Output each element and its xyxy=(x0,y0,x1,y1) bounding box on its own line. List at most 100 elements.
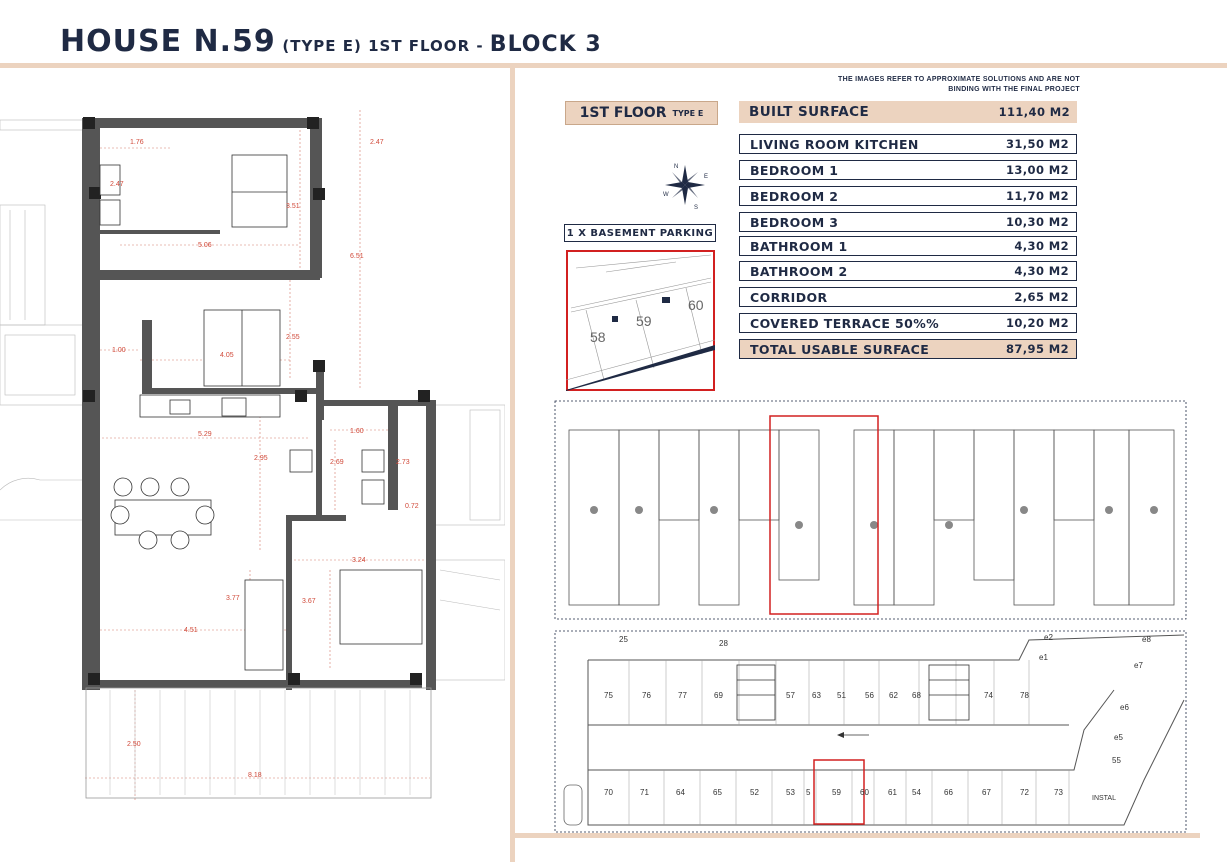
built-surface-row: BUILT SURFACE 111,40 M2 xyxy=(739,101,1077,123)
title-block: BLOCK 3 xyxy=(489,32,602,57)
garage-top-number: 28 xyxy=(719,639,728,648)
garage-space: e2 xyxy=(1044,633,1053,642)
room-label: CORRIDOR xyxy=(750,289,828,305)
room-label: BEDROOM 3 xyxy=(750,214,839,230)
room-row: COVERED TERRACE 50%% 10,20 M2 xyxy=(739,313,1077,333)
type-label: TYPE E xyxy=(672,108,704,118)
install-label: INSTAL xyxy=(1092,795,1116,802)
garage-space: 78 xyxy=(1020,691,1029,700)
garage-top-number: 25 xyxy=(619,635,628,644)
dim-label: 2.69 xyxy=(330,459,344,466)
room-label: LIVING ROOM KITCHEN xyxy=(750,136,919,152)
dim-label: 1.76 xyxy=(130,139,144,146)
dim-label: 3.67 xyxy=(302,598,316,605)
garage-space: 76 xyxy=(642,691,651,700)
room-value: 2,65 M2 xyxy=(1014,290,1069,304)
garage-space: 51 xyxy=(837,691,846,700)
total-value: 87,95 M2 xyxy=(1005,342,1069,356)
dim-label: 1.60 xyxy=(350,428,364,435)
dim-label: 2.47 xyxy=(370,139,384,146)
top-divider xyxy=(0,63,1227,68)
dim-label: 4.05 xyxy=(220,352,234,359)
garage-plan: 25 28 75 76 77 69 57 63 51 56 62 68 74 7… xyxy=(554,630,1187,833)
garage-space: 54 xyxy=(912,788,921,797)
dim-label: 0.72 xyxy=(405,503,419,510)
garage-space: 53 xyxy=(786,788,795,797)
room-label: BEDROOM 2 xyxy=(750,188,839,204)
garage-space: 55 xyxy=(1112,756,1121,765)
dim-label: 2.55 xyxy=(286,334,300,341)
room-label: COVERED TERRACE 50%% xyxy=(750,315,940,331)
floor-badge: 1ST FLOOR TYPE E xyxy=(565,101,718,125)
garage-space: 73 xyxy=(1054,788,1063,797)
compass-west: W xyxy=(663,192,669,198)
room-value: 10,30 M2 xyxy=(1005,215,1069,229)
garage-space: 61 xyxy=(888,788,897,797)
room-label: BATHROOM 1 xyxy=(750,238,848,254)
floor-label: 1ST FLOOR xyxy=(579,105,667,121)
room-row: LIVING ROOM KITCHEN 31,50 M2 xyxy=(739,134,1077,154)
room-value: 4,30 M2 xyxy=(1014,239,1069,253)
garage-space: e1 xyxy=(1039,653,1048,662)
garage-space: 59 xyxy=(832,788,841,797)
dim-label: 2.47 xyxy=(110,181,124,188)
compass-north: N xyxy=(674,164,678,170)
garage-space: 70 xyxy=(604,788,613,797)
garage-space: 75 xyxy=(604,691,613,700)
garage-space: 60 xyxy=(860,788,869,797)
bottom-divider xyxy=(510,833,1200,838)
parking-space-58: 58 xyxy=(590,329,606,345)
room-row: CORRIDOR 2,65 M2 xyxy=(739,287,1077,307)
total-row: TOTAL USABLE SURFACE 87,95 M2 xyxy=(739,339,1077,359)
parking-space-60: 60 xyxy=(688,297,704,313)
title-type: (TYPE E) 1ST FLOOR - xyxy=(282,37,490,55)
garage-space: 77 xyxy=(678,691,687,700)
room-row: BEDROOM 3 10,30 M2 xyxy=(739,212,1077,232)
garage-space: e5 xyxy=(1114,733,1123,742)
disclaimer-line-2: BINDING WITH THE FINAL PROJECT xyxy=(948,86,1080,93)
garage-space: 57 xyxy=(786,691,795,700)
dim-label: 4.51 xyxy=(184,627,198,634)
disclaimer: THE IMAGES REFER TO APPROXIMATE SOLUTION… xyxy=(780,75,1080,95)
disclaimer-line-1: THE IMAGES REFER TO APPROXIMATE SOLUTION… xyxy=(838,76,1080,83)
floor-plan: 1.76 2.47 3.51 2.47 5.06 6.51 1.00 4.05 … xyxy=(0,110,505,800)
compass-east: E xyxy=(704,174,708,180)
dim-label: 5.29 xyxy=(198,431,212,438)
room-value: 13,00 M2 xyxy=(1005,163,1069,177)
vertical-divider xyxy=(510,68,515,862)
garage-space: 69 xyxy=(714,691,723,700)
built-surface-value: 111,40 M2 xyxy=(998,105,1070,119)
built-surface-label: BUILT SURFACE xyxy=(749,104,870,120)
room-row: BEDROOM 2 11,70 M2 xyxy=(739,186,1077,206)
room-value: 4,30 M2 xyxy=(1014,264,1069,278)
room-row: BATHROOM 2 4,30 M2 xyxy=(739,261,1077,281)
dim-label: 3.24 xyxy=(352,557,366,564)
page-title: HOUSE N.59 (TYPE E) 1ST FLOOR - BLOCK 3 xyxy=(60,24,602,64)
garage-space: e7 xyxy=(1134,661,1143,670)
garage-space: 66 xyxy=(944,788,953,797)
dim-label: 1.00 xyxy=(112,347,126,354)
garage-space: 62 xyxy=(889,691,898,700)
dim-label: 6.51 xyxy=(350,253,364,260)
compass-south: S xyxy=(694,205,698,210)
dim-label: 3.77 xyxy=(226,595,240,602)
garage-space: 5 xyxy=(806,788,811,797)
compass-rose-icon: N E W S xyxy=(663,164,708,210)
parking-space-59: 59 xyxy=(636,313,652,329)
total-label: TOTAL USABLE SURFACE xyxy=(750,341,930,357)
title-house: HOUSE N.59 xyxy=(60,24,276,59)
dim-label: 3.51 xyxy=(286,203,300,210)
garage-space: 65 xyxy=(713,788,722,797)
garage-space: 64 xyxy=(676,788,685,797)
garage-space: 56 xyxy=(865,691,874,700)
room-value: 31,50 M2 xyxy=(1005,137,1069,151)
garage-space: 63 xyxy=(812,691,821,700)
garage-space: e6 xyxy=(1120,703,1129,712)
dim-label: 8.18 xyxy=(248,772,262,779)
room-value: 11,70 M2 xyxy=(1005,189,1069,203)
garage-space: 52 xyxy=(750,788,759,797)
garage-space: 72 xyxy=(1020,788,1029,797)
parking-label: 1 X BASEMENT PARKING xyxy=(564,224,716,242)
dim-label: 5.06 xyxy=(198,242,212,249)
room-value: 10,20 M2 xyxy=(1005,316,1069,330)
